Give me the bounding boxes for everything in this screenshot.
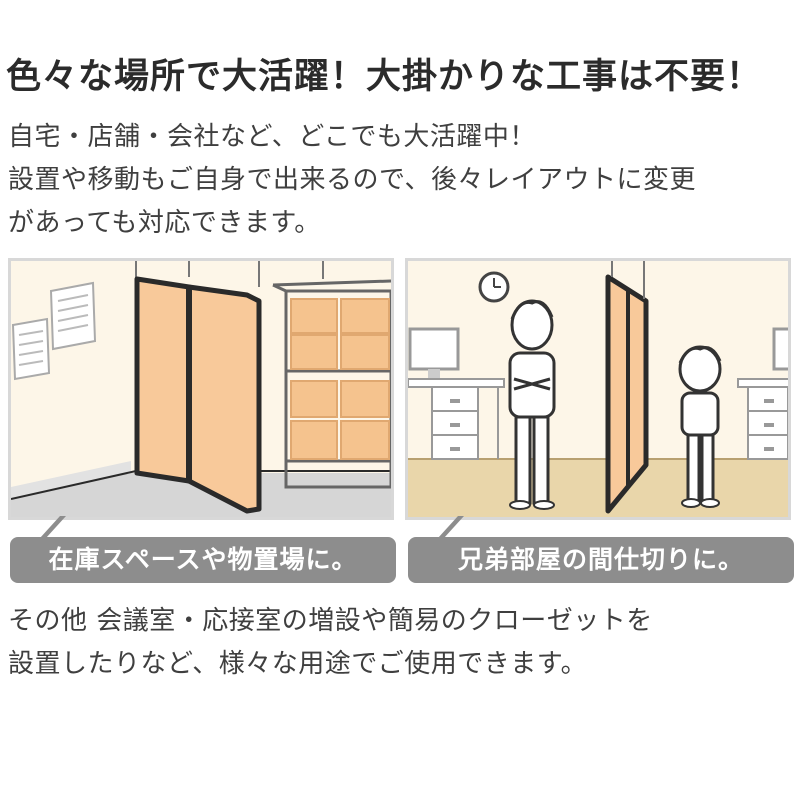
room-divider-illustration bbox=[405, 258, 791, 520]
room-scene bbox=[408, 261, 788, 517]
intro-line: 設置や移動もご自身で出来るので、後々レイアウトに変更 bbox=[8, 165, 696, 195]
storage-shelf-icon bbox=[272, 279, 391, 489]
storage-illustration bbox=[8, 258, 394, 520]
headline: 色々な場所で大活躍！大掛かりな工事は不要！ bbox=[6, 57, 763, 97]
desk-icon bbox=[737, 327, 788, 460]
outro-line: 設置したりなど、様々な用途でご使用できます。 bbox=[8, 649, 588, 679]
caption-pointer-icon bbox=[40, 516, 66, 538]
intro-text: 自宅・店舗・会社など、どこでも大活躍中！ 設置や移動もご自身で出来るので、後々レ… bbox=[8, 116, 798, 245]
partition-panel-icon bbox=[134, 276, 262, 514]
intro-line: があっても対応できます。 bbox=[8, 208, 321, 238]
storage-scene bbox=[11, 261, 391, 517]
partition-panel-icon bbox=[605, 261, 649, 514]
outro-text: その他 会議室・応接室の増設や簡易のクローゼットを 設置したりなど、様々な用途で… bbox=[8, 600, 798, 686]
poster-icon bbox=[11, 281, 97, 381]
intro-line: 自宅・店舗・会社など、どこでも大活躍中！ bbox=[8, 122, 536, 152]
person-icon bbox=[508, 299, 556, 510]
caption-pointer-icon bbox=[438, 516, 464, 538]
storage-caption: 在庫スペースや物置場に。 bbox=[10, 537, 396, 583]
person-icon bbox=[678, 345, 722, 508]
room-divider-caption: 兄弟部屋の間仕切りに。 bbox=[408, 537, 794, 583]
desk-icon bbox=[408, 327, 505, 460]
outro-line: その他 会議室・応接室の増設や簡易のクローゼットを bbox=[8, 606, 653, 636]
clock-icon bbox=[478, 271, 510, 303]
